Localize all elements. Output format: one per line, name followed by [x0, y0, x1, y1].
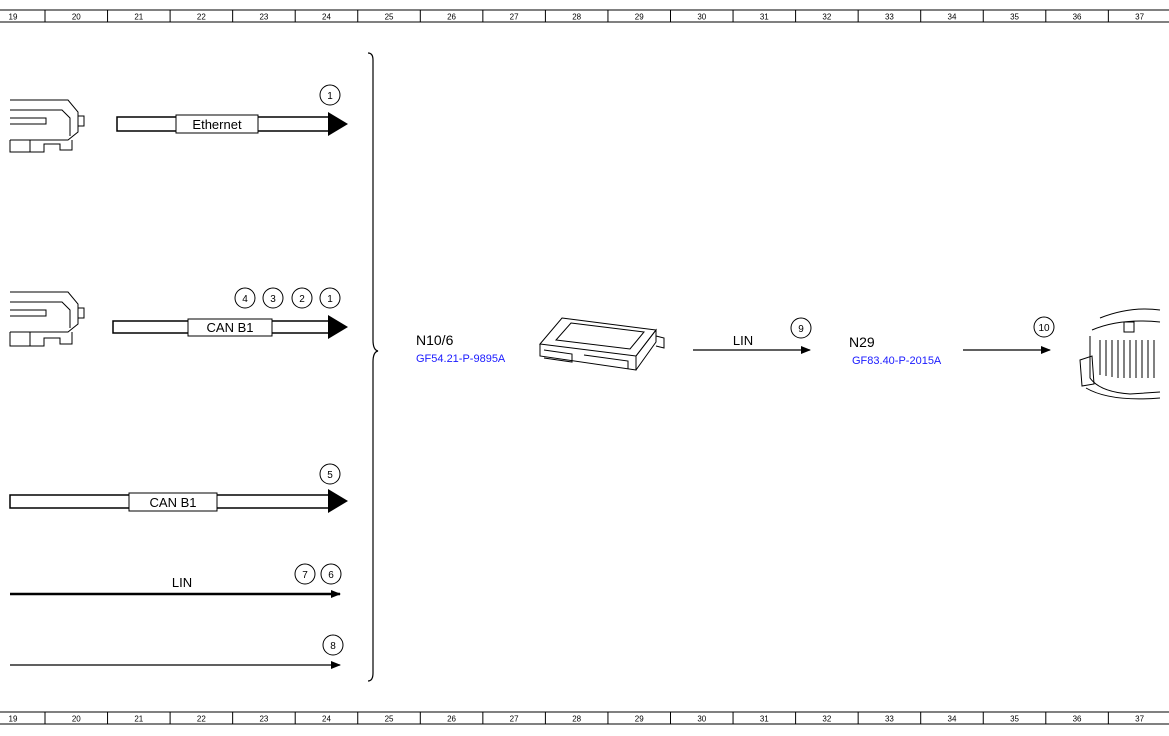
- ruler-label: 24: [322, 13, 331, 22]
- svg-text:8: 8: [330, 641, 336, 652]
- ruler-label: 23: [259, 715, 268, 724]
- svg-text:7: 7: [302, 570, 308, 581]
- ruler-label: 30: [697, 13, 706, 22]
- ruler-label: 22: [197, 715, 206, 724]
- bus-label-ethernet: Ethernet: [192, 117, 242, 132]
- component-name-n29: N29: [849, 334, 875, 350]
- component-n29: N29 GF83.40-P-2015A: [849, 334, 942, 367]
- marker-circle: 4: [234, 287, 256, 309]
- signal-row-can-b1-upper: CAN B1 4 3 2 1: [9, 287, 348, 347]
- ruler-label: 35: [1010, 715, 1019, 724]
- ruler-label: 29: [635, 13, 644, 22]
- ruler-label: 37: [1135, 13, 1144, 22]
- link-label-lin: LIN: [733, 333, 753, 348]
- ruler-label: 25: [385, 13, 394, 22]
- ruler-label: 26: [447, 13, 456, 22]
- ruler-label: 24: [322, 715, 331, 724]
- svg-text:10: 10: [1038, 323, 1050, 334]
- svg-text:2: 2: [299, 294, 305, 305]
- bus-label-box: [128, 492, 218, 512]
- ruler-label: 23: [259, 13, 268, 22]
- marker-circle: 1: [319, 287, 341, 309]
- signal-row-lin: LIN 7 6: [10, 563, 342, 598]
- link-lin: LIN 9: [693, 317, 812, 354]
- blower-motor-illustration: [1079, 308, 1161, 400]
- ruler-label: 33: [885, 13, 894, 22]
- ref-link-n29[interactable]: GF83.40-P-2015A: [852, 355, 942, 367]
- marker-circle: 7: [294, 563, 316, 585]
- marker-circle: 10: [1033, 316, 1055, 338]
- svg-text:1: 1: [327, 91, 333, 102]
- ruler-label: 27: [510, 13, 519, 22]
- ruler-label: 28: [572, 13, 581, 22]
- ruler-label: 19: [9, 13, 18, 22]
- marker-circle: 9: [790, 317, 812, 339]
- control-unit-illustration: [539, 317, 665, 371]
- svg-text:6: 6: [328, 570, 334, 581]
- bus-label-can-b1: CAN B1: [207, 320, 254, 335]
- ruler-label: 34: [948, 715, 957, 724]
- component-n10-6: N10/6 GF54.21-P-9895A: [416, 317, 665, 371]
- ruler-label: 35: [1010, 13, 1019, 22]
- component-name-n10-6: N10/6: [416, 332, 454, 348]
- curly-brace: [367, 52, 379, 682]
- ruler-label: 30: [697, 715, 706, 724]
- link-output: 10: [963, 316, 1055, 354]
- ruler-label: 21: [134, 13, 143, 22]
- signal-row-plain: 8: [10, 634, 344, 669]
- ruler-label: 20: [72, 13, 81, 22]
- ruler-label: 28: [572, 715, 581, 724]
- ruler-label: 36: [1073, 715, 1082, 724]
- ruler-label: 32: [822, 13, 831, 22]
- bottom-ruler: 19 20 21 22 23 24 25 26 27 28 29 30 31 32 33 34 35 36 37: [0, 711, 1169, 725]
- marker-circle: 6: [320, 563, 342, 585]
- ruler-label: 21: [134, 715, 143, 724]
- ruler-label: 34: [948, 13, 957, 22]
- bus-label-can-b1: CAN B1: [150, 495, 197, 510]
- bus-label-box: [175, 114, 259, 134]
- ruler-label: 26: [447, 715, 456, 724]
- ruler-label: 27: [510, 715, 519, 724]
- ruler-label: 36: [1073, 13, 1082, 22]
- svg-text:1: 1: [327, 294, 333, 305]
- ruler-label: 25: [385, 715, 394, 724]
- bus-label-lin: LIN: [172, 575, 192, 590]
- signal-row-can-b1-lower: CAN B1 5: [9, 463, 348, 513]
- bus-label-box: [187, 318, 273, 337]
- ruler-label: 20: [72, 715, 81, 724]
- ruler-label: 31: [760, 13, 769, 22]
- marker-circle: 8: [322, 634, 344, 656]
- marker-circle: 1: [319, 84, 341, 106]
- marker-circle: 5: [319, 463, 341, 485]
- arrow-head: [328, 315, 348, 339]
- top-ruler: 19 20 21 22 23 24 25 26 27 28 29 30 31 32 33 34 35 36 37: [0, 9, 1169, 23]
- ruler-label: 37: [1135, 715, 1144, 724]
- control-unit-illustration: [9, 291, 85, 347]
- marker-circle: 2: [291, 287, 313, 309]
- arrow-head: [328, 112, 348, 136]
- ruler-label: 32: [822, 715, 831, 724]
- svg-text:4: 4: [242, 294, 248, 305]
- control-unit-illustration: [9, 99, 85, 153]
- ruler-label: 33: [885, 715, 894, 724]
- ruler-label: 19: [9, 715, 18, 724]
- ruler-label: 31: [760, 715, 769, 724]
- arrow-head: [328, 489, 348, 513]
- ref-link-n10-6[interactable]: GF54.21-P-9895A: [416, 353, 506, 365]
- svg-text:9: 9: [798, 324, 804, 335]
- signal-row-ethernet: Ethernet 1: [9, 84, 348, 153]
- marker-circle: 3: [262, 287, 284, 309]
- ruler-label: 22: [197, 13, 206, 22]
- svg-text:3: 3: [270, 294, 276, 305]
- svg-text:5: 5: [327, 470, 333, 481]
- ruler-label: 29: [635, 715, 644, 724]
